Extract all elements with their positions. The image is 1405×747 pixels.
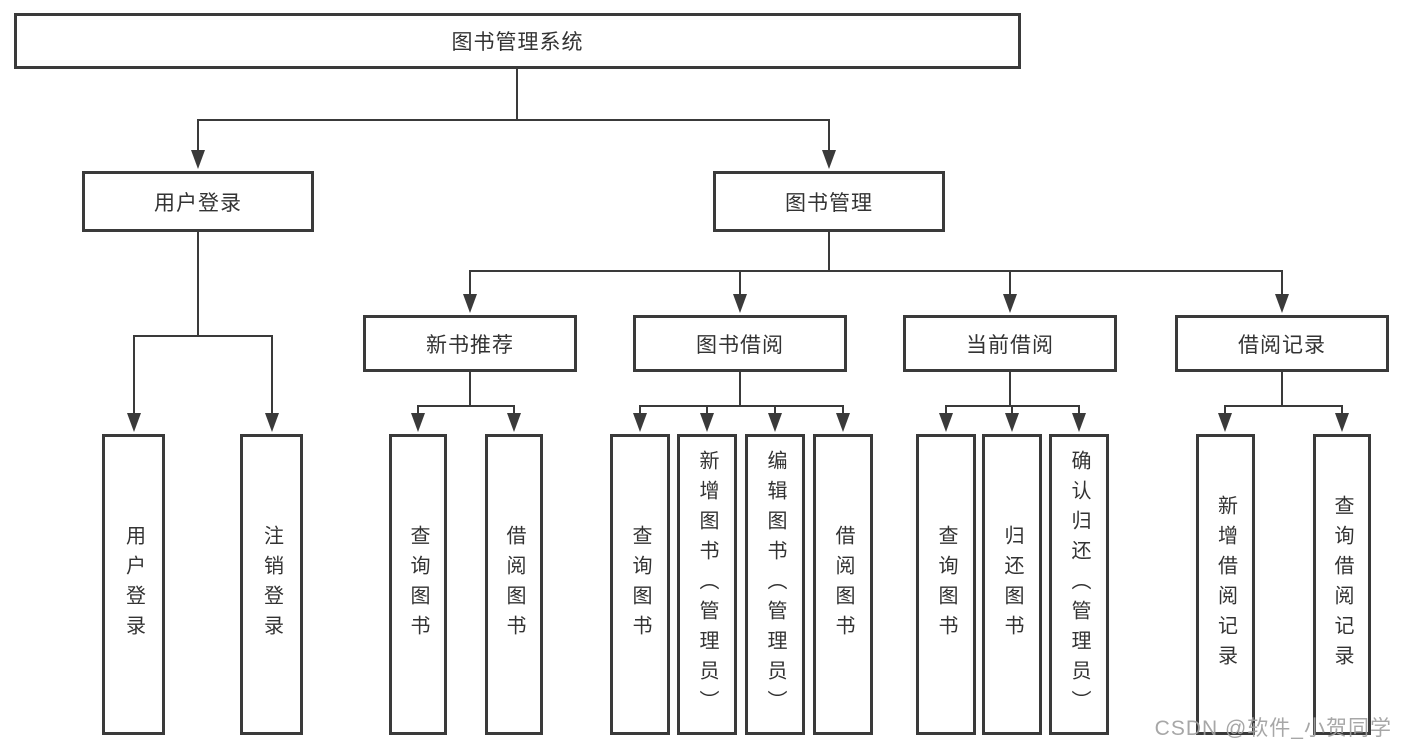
csdn-watermark: CSDN @软件_小贺同学 [1154,717,1392,740]
leaf-newrec-query-book-label: 查询图书 [407,524,429,645]
node-borrowing-records: 借阅记录 [1175,315,1389,372]
leaf-return-book: 归还图书 [982,434,1042,735]
leaf-query-borrow-record-label: 查询借阅记录 [1331,494,1353,675]
node-user-login-label: 用户登录 [154,191,242,215]
node-book-borrowing: 图书借阅 [633,315,847,372]
node-borrowing-records-label: 借阅记录 [1238,333,1326,357]
leaf-logout-label: 注销登录 [260,524,283,645]
leaf-logout: 注销登录 [240,434,303,735]
node-current-borrowing: 当前借阅 [903,315,1117,372]
leaf-edit-book-admin-label: 编辑图书（管理员） [764,449,786,720]
leaf-borrow-query-book: 查询图书 [610,434,670,735]
leaf-edit-book-admin: 编辑图书（管理员） [745,434,805,735]
leaf-add-book-admin-label: 新增图书（管理员） [696,449,718,720]
node-new-book-recommend-label: 新书推荐 [426,333,514,357]
leaf-confirm-return-admin-label: 确认归还（管理员） [1068,449,1090,720]
leaf-add-book-admin: 新增图书（管理员） [677,434,737,735]
leaf-add-borrow-record-label: 新增借阅记录 [1214,494,1237,675]
node-book-borrowing-label: 图书借阅 [696,333,784,357]
leaf-return-book-label: 归还图书 [1001,524,1023,645]
leaf-current-query-book: 查询图书 [916,434,976,735]
leaf-add-borrow-record: 新增借阅记录 [1196,434,1255,735]
leaf-user-login-label: 用户登录 [122,524,145,645]
leaf-borrow-book-label: 借阅图书 [832,524,854,645]
node-root-system: 图书管理系统 [14,13,1021,69]
leaf-user-login: 用户登录 [102,434,165,735]
leaf-query-borrow-record: 查询借阅记录 [1313,434,1371,735]
node-book-management: 图书管理 [713,171,945,232]
leaf-newrec-borrow-book-label: 借阅图书 [503,524,525,645]
leaf-newrec-borrow-book: 借阅图书 [485,434,543,735]
leaf-borrow-query-book-label: 查询图书 [629,524,651,645]
leaf-current-query-book-label: 查询图书 [935,524,957,645]
node-book-management-label: 图书管理 [785,191,873,215]
leaf-borrow-book: 借阅图书 [813,434,873,735]
node-user-login: 用户登录 [82,171,314,232]
leaf-confirm-return-admin: 确认归还（管理员） [1049,434,1109,735]
node-root-system-label: 图书管理系统 [451,31,584,54]
node-current-borrowing-label: 当前借阅 [966,333,1054,357]
leaf-newrec-query-book: 查询图书 [389,434,447,735]
node-new-book-recommend: 新书推荐 [363,315,577,372]
